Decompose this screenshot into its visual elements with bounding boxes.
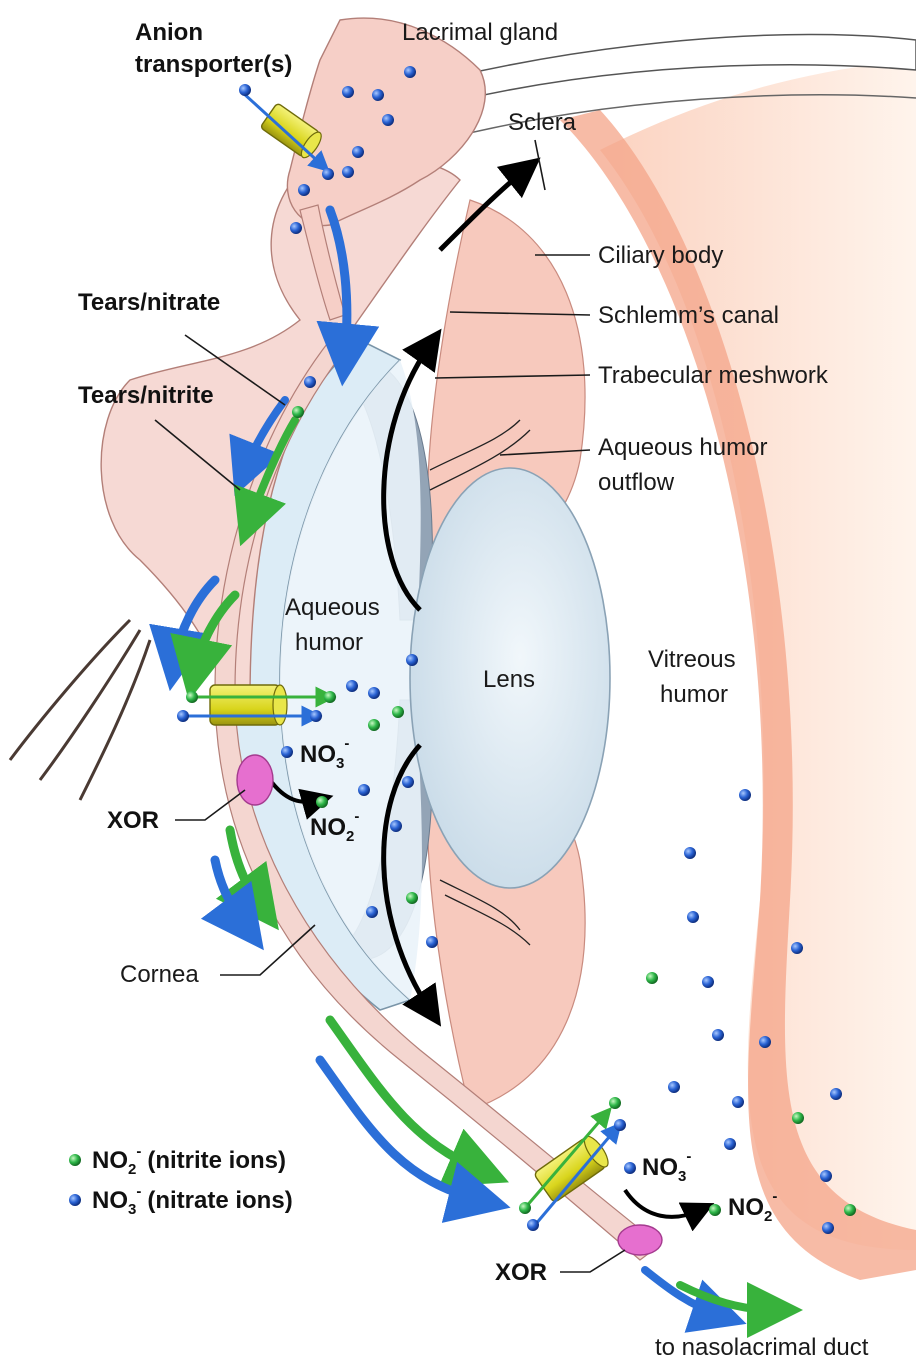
- nitrate-ion-22: [739, 789, 751, 801]
- nitrate-ion-4: [382, 114, 394, 126]
- nitrite-ion-9: [609, 1097, 621, 1109]
- label-vitreous-line2: humor: [660, 681, 728, 708]
- nitrate-ion-6: [322, 168, 334, 180]
- nitrate-ion-21: [426, 936, 438, 948]
- nitrate-ion-20: [366, 906, 378, 918]
- nitrate-ion-28: [759, 1036, 771, 1048]
- nitrate-ion-30: [732, 1096, 744, 1108]
- legend: NO2-(nitrite ions) NO3-(nitrate ions): [69, 1143, 293, 1218]
- blue-flow-6: [645, 1270, 720, 1315]
- nitrate-ion-33: [820, 1170, 832, 1182]
- label-cornea: Cornea: [120, 961, 199, 988]
- anatomy: [10, 18, 916, 1280]
- nitrate-ion-13: [368, 687, 380, 699]
- legend-nitrite-swatch: [69, 1154, 81, 1166]
- nitrite-ion-0: [292, 406, 304, 418]
- nitrate-ion-34: [822, 1222, 834, 1234]
- nitrate-ion-29: [668, 1081, 680, 1093]
- nitrite-ion-12: [844, 1204, 856, 1216]
- nitrate-ion-37: [527, 1219, 539, 1231]
- nitrate-ion-0: [239, 84, 251, 96]
- nitrate-ion-24: [687, 911, 699, 923]
- nitrate-ion-27: [712, 1029, 724, 1041]
- label-vitreous-line1: Vitreous: [648, 646, 736, 673]
- nitrite-ion-6: [406, 892, 418, 904]
- nitrate-ion-14: [177, 710, 189, 722]
- label-trabecular-meshwork: Trabecular meshwork: [598, 362, 829, 389]
- label-anion-transporter-line1: Anion: [135, 19, 203, 46]
- nitrate-ion-15: [310, 710, 322, 722]
- label-xor-lower: XOR: [495, 1259, 547, 1286]
- label-aqueous-humor-line1: Aqueous: [285, 594, 380, 621]
- label-tears-nitrite: Tears/nitrite: [78, 382, 214, 409]
- label-anion-transporter-line2: transporter(s): [135, 51, 292, 78]
- xor-lower-conversion-arrow: [625, 1190, 700, 1217]
- nitrite-ion-3: [392, 706, 404, 718]
- label-aqueous-humor-line2: humor: [295, 629, 363, 656]
- nitrite-ion-7: [646, 972, 658, 984]
- label-schlemms-canal: Schlemm’s canal: [598, 302, 779, 329]
- nitrate-ion-10: [304, 376, 316, 388]
- nitrite-ion-5: [316, 796, 328, 808]
- nitrate-ion-25: [791, 942, 803, 954]
- nitrite-ion-1: [186, 691, 198, 703]
- label-lacrimal-gland: Lacrimal gland: [402, 19, 558, 46]
- nitrate-ion-18: [358, 784, 370, 796]
- nitrate-ion-2: [342, 86, 354, 98]
- formula-no3-conjunctiva: NO3-: [642, 1148, 691, 1185]
- nitrite-ion-10: [519, 1202, 531, 1214]
- nitrate-ion-19: [390, 820, 402, 832]
- nitrate-ion-16: [281, 746, 293, 758]
- nitrate-ion-23: [684, 847, 696, 859]
- label-tears-nitrate: Tears/nitrate: [78, 289, 220, 316]
- nitrite-ion-11: [709, 1204, 721, 1216]
- legend-nitrate-label: NO3-(nitrate ions): [92, 1183, 293, 1218]
- nitrite-ion-4: [368, 719, 380, 731]
- xor-enzyme-upper: [237, 755, 273, 805]
- nitrite-ion-8: [792, 1112, 804, 1124]
- nitrate-ion-36: [624, 1162, 636, 1174]
- nitrate-ion-32: [724, 1138, 736, 1150]
- nitrite-ion-2: [324, 691, 336, 703]
- nitrate-ion-5: [352, 146, 364, 158]
- legend-nitrate-swatch: [69, 1194, 81, 1206]
- nitrate-ion-35: [614, 1119, 626, 1131]
- label-aqueous-outflow-line1: Aqueous humor: [598, 434, 767, 461]
- nitrate-ion-11: [406, 654, 418, 666]
- nitrate-ion-7: [342, 166, 354, 178]
- legend-nitrite-label: NO2-(nitrite ions): [92, 1143, 286, 1178]
- label-ciliary-body: Ciliary body: [598, 242, 723, 269]
- nitrate-ion-31: [830, 1088, 842, 1100]
- nitrate-ion-9: [290, 222, 302, 234]
- label-xor-upper: XOR: [107, 807, 159, 834]
- label-to-nasolacrimal-duct: to nasolacrimal duct: [655, 1334, 869, 1361]
- nitrate-ion-26: [702, 976, 714, 988]
- label-sclera: Sclera: [508, 109, 577, 136]
- nitrate-ion-3: [372, 89, 384, 101]
- transporter-cornea: [210, 685, 287, 725]
- label-lens: Lens: [483, 666, 535, 693]
- label-aqueous-outflow-line2: outflow: [598, 469, 675, 496]
- nitrate-ion-12: [346, 680, 358, 692]
- nitrate-ion-8: [298, 184, 310, 196]
- nitrate-ion-1: [404, 66, 416, 78]
- nitrate-ion-17: [402, 776, 414, 788]
